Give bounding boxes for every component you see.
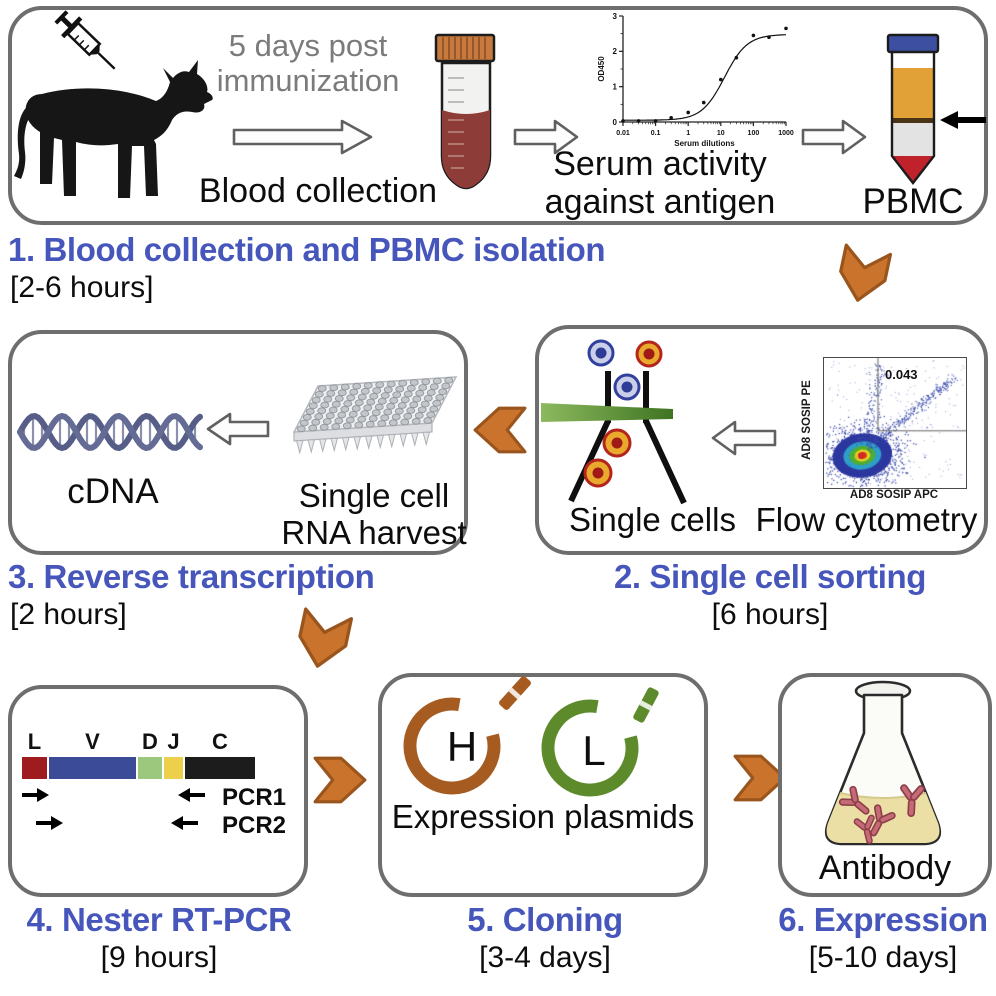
panel-nested-rtpcr	[8, 685, 308, 897]
svg-text:J: J	[167, 729, 179, 754]
syringe-icon	[54, 10, 116, 70]
step1-title: 1. Blood collection and PBMC isolation	[8, 231, 606, 268]
flow-cytometry-plot	[823, 357, 967, 489]
svg-text:L: L	[28, 729, 41, 754]
blood-tube-icon	[434, 33, 496, 190]
pcr2-label: PCR2	[222, 812, 287, 839]
svg-text:1: 1	[613, 82, 618, 91]
pbmc-layer-pointer-icon	[940, 111, 986, 129]
pcr1-forward-primer-icon	[22, 788, 49, 802]
blood-collection-label: Blood collection	[198, 172, 438, 210]
pbmc-tube-icon	[886, 33, 940, 185]
svg-text:10: 10	[717, 130, 725, 137]
cdna-helix-icon	[17, 412, 203, 452]
step5-title: 5. Cloning	[467, 901, 623, 938]
svg-text:3: 3	[613, 12, 618, 21]
svg-text:100: 100	[748, 130, 760, 137]
chevron-step3-to-step4	[298, 607, 354, 668]
step2-title: 2. Single cell sorting	[613, 558, 927, 595]
step1-time: [2-6 hours]	[10, 271, 154, 304]
flow-cytometry-label: Flow cytometry	[755, 501, 978, 538]
pcr2-forward-primer-icon	[36, 816, 63, 830]
arrow-plate-to-cdna	[206, 412, 270, 446]
flow-y-axis-label: AD8 SOSIP PE	[801, 380, 813, 460]
chevron-step1-to-step2	[839, 243, 893, 302]
cdna-label: cDNA	[67, 472, 159, 511]
step6-time: [5-10 days]	[808, 941, 958, 974]
svg-text:1: 1	[686, 130, 690, 137]
pcr1-reverse-primer-icon	[178, 788, 205, 802]
rna-harvest-label: Single cell RNA harvest	[281, 477, 467, 551]
light-chain-insert-icon	[633, 687, 659, 723]
svg-text:V: V	[85, 729, 100, 754]
pcr1-label: PCR1	[222, 784, 287, 811]
chevron-step5-to-step6	[733, 754, 787, 802]
step3-time: [2 hours]	[10, 598, 127, 631]
plasmid-diagram: H L	[403, 676, 659, 797]
svg-text:C: C	[212, 729, 228, 754]
expression-plasmids-label: Expression plasmids	[391, 798, 695, 835]
chevron-step2-to-step3	[473, 406, 527, 454]
cell-sorter-icon	[541, 339, 777, 505]
arrow-blood-to-tube	[232, 119, 373, 155]
step6-title: 6. Expression	[778, 901, 988, 938]
panel3-arrow	[206, 412, 270, 446]
svg-text:D: D	[142, 729, 158, 754]
svg-text:2: 2	[613, 47, 618, 56]
heavy-chain-insert-icon	[499, 676, 531, 710]
svg-text:1000: 1000	[778, 130, 794, 137]
laser-beam-icon	[541, 403, 673, 422]
96-well-plate-icon	[292, 376, 458, 455]
svg-text:0: 0	[613, 118, 618, 127]
pcr2-reverse-primer-icon	[171, 816, 198, 830]
light-chain-letter: L	[582, 727, 605, 774]
immunization-note: 5 days post immunization	[216, 28, 400, 99]
heavy-chain-letter: H	[447, 723, 477, 770]
flow-gate-value: 0.043	[885, 367, 918, 382]
antibody-label: Antibody	[818, 849, 952, 887]
step4-title: 4. Nester RT-PCR	[26, 901, 292, 938]
svg-text:0.1: 0.1	[651, 130, 661, 137]
flow-x-axis-label: AD8 SOSIP APC	[849, 489, 939, 501]
arrow-flow-to-cells	[711, 420, 777, 456]
cow-icon	[14, 60, 213, 198]
panel1-graphics	[14, 10, 986, 198]
flask-icon	[824, 680, 942, 847]
single-cells-label: Single cells	[569, 501, 736, 538]
pbmc-label: PBMC	[862, 182, 964, 221]
arrow-elisa-to-pbmc	[801, 119, 867, 155]
step3-title: 3. Reverse transcription	[8, 558, 375, 595]
step5-time: [3-4 days]	[479, 941, 611, 974]
arrow-tube-to-elisa	[513, 119, 579, 155]
chevron-step4-to-step5	[313, 756, 367, 804]
serum-activity-label: Serum activity against antigen	[544, 145, 776, 222]
step2-time: [6 hours]	[711, 598, 829, 631]
step4-time: [9 hours]	[100, 941, 218, 974]
b-cell-orange-icon	[583, 340, 663, 488]
b-cell-blue-icon	[587, 339, 641, 401]
svg-text:Serum dilutions: Serum dilutions	[674, 139, 735, 148]
svg-text:OD450: OD450	[597, 56, 606, 82]
svg-text:0.01: 0.01	[616, 130, 630, 137]
